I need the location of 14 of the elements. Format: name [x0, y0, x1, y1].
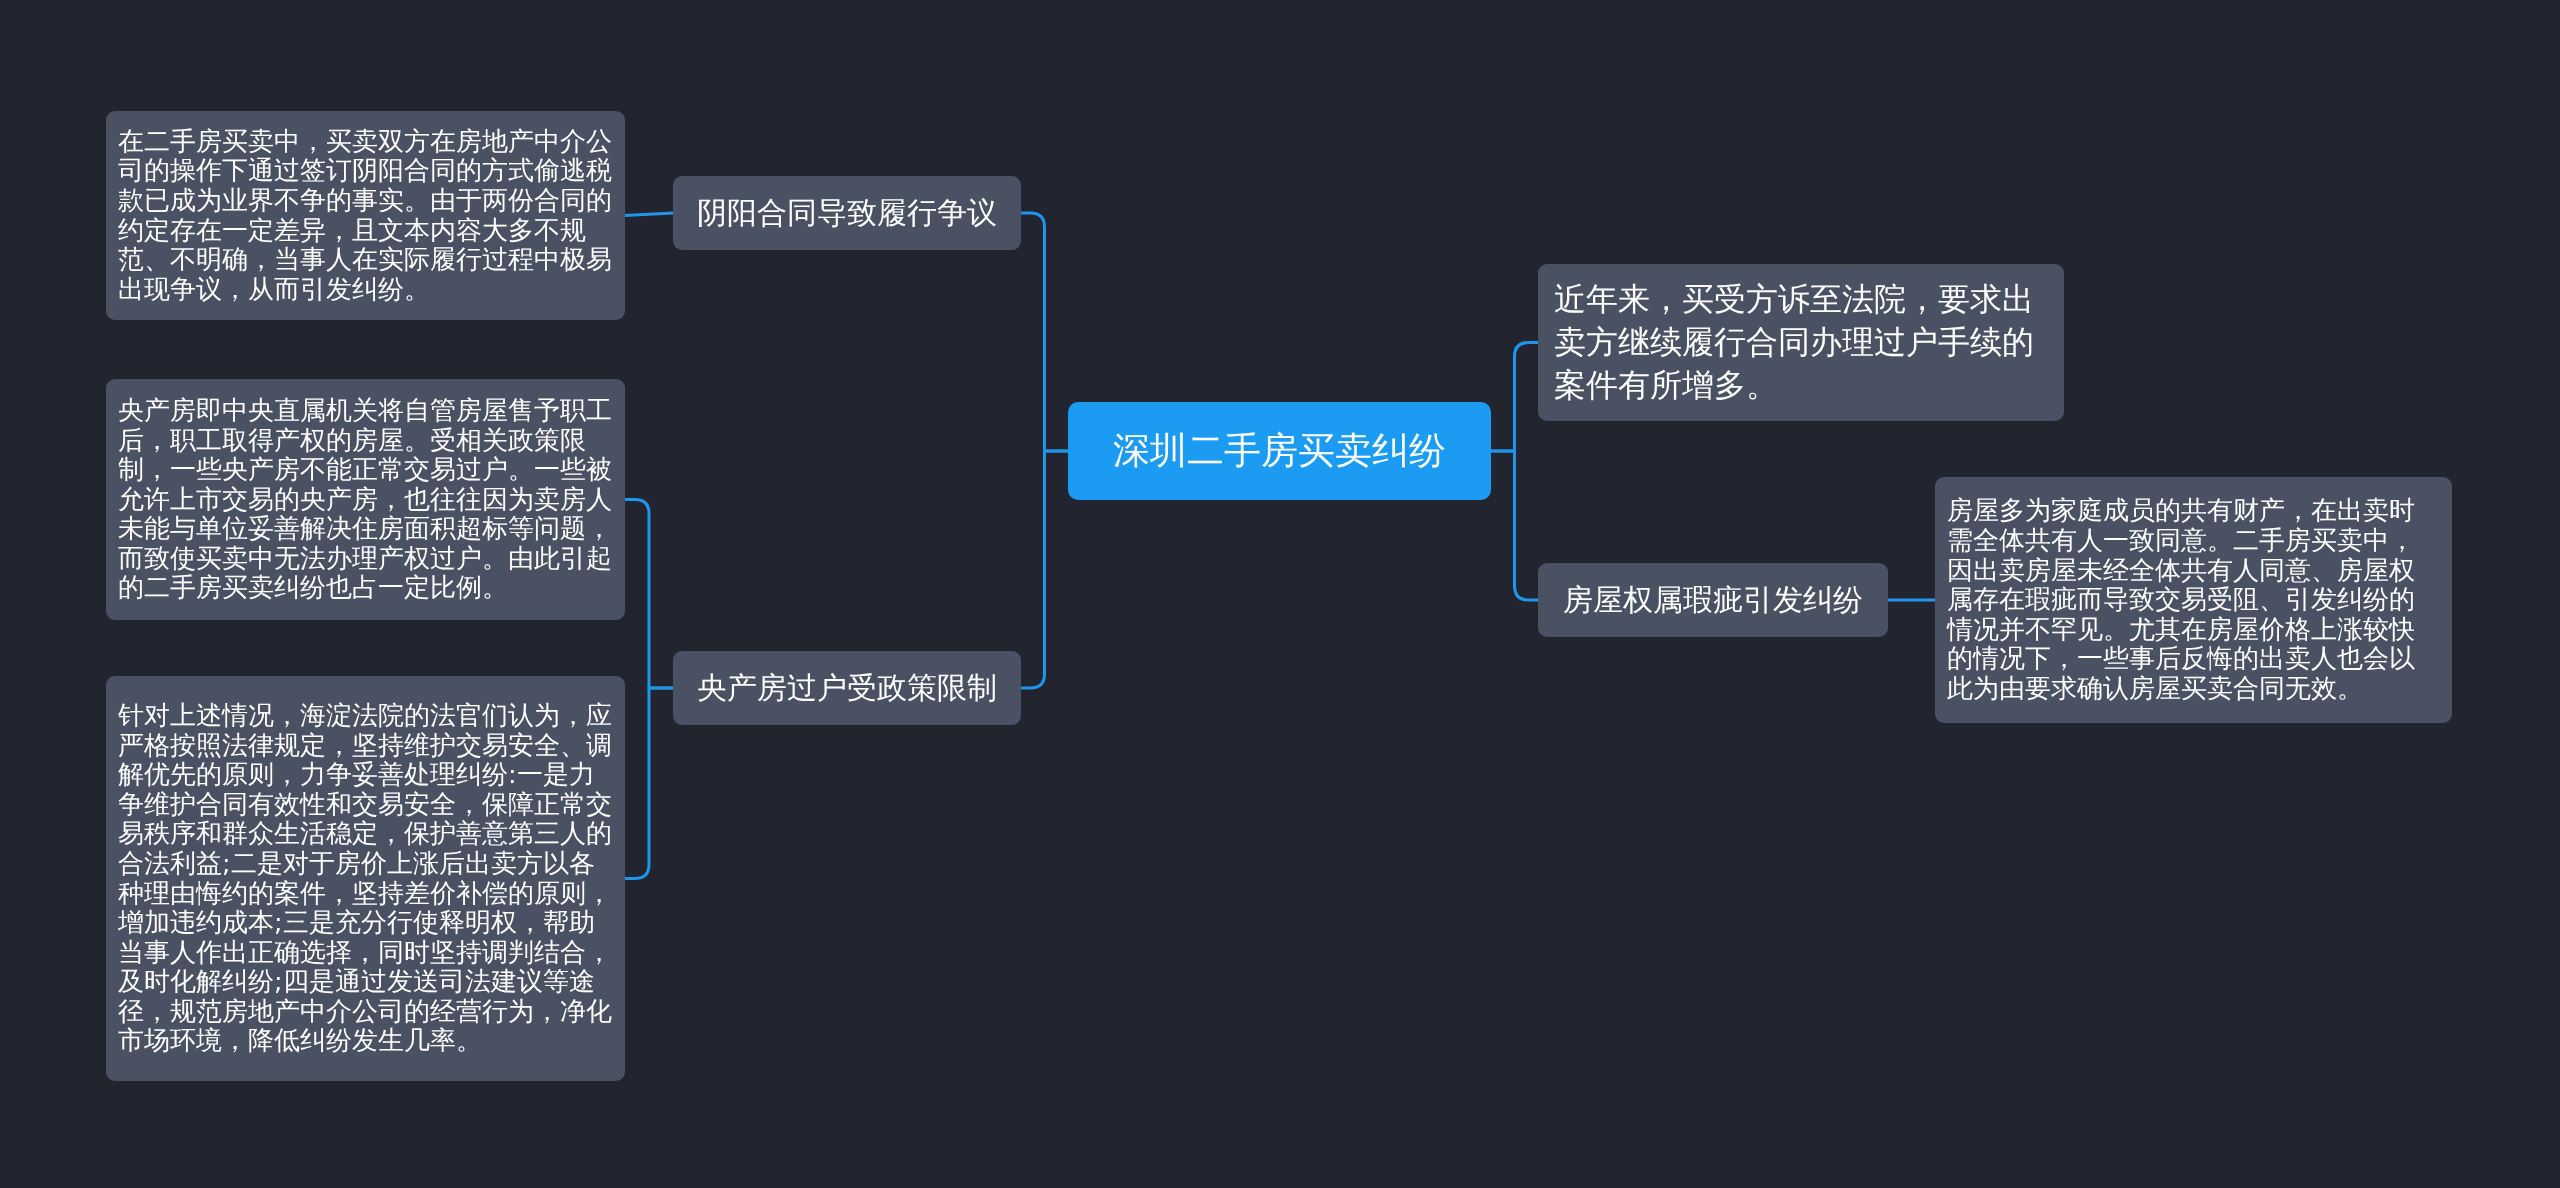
- note-box: 在二手房买卖中，买卖双方在房地产中介公司的操作下通过签订阴阳合同的方式偷逃税款已成为业界不争的事实。由于两份合同的约定存在一定差异，且文本内容大多不规范、不明确，当事人在实际履行过程中极易出现争议，从而引发纠纷。: [106, 111, 625, 320]
- connector-line: [1888, 598, 1935, 602]
- topic-box: 阴阳合同导致履行争议: [673, 176, 1021, 250]
- note-box: 房屋多为家庭成员的共有财产，在出卖时需全体共有人一致同意。二手房买卖中，因出卖房屋未经全体共有人同意、房屋权属存在瑕疵而导致交易受阻、引发纠纷的情况并不罕见。尤其在房屋价格上涨较快的情况下，一些事后反悔的出卖人也会以此为由要求确认房屋买卖合同无效。: [1935, 477, 2452, 723]
- topic-box: 央产房过户受政策限制: [673, 651, 1021, 725]
- connector-line: [624, 211, 674, 217]
- note-box: 央产房即中央直属机关将自管房屋售予职工后，职工取得产权的房屋。受相关政策限制，一些央产房不能正常交易过户。一些被允许上市交易的央产房，也往往因为卖房人未能与单位妥善解决住房面积超标等问题，而致使买卖中无法办理产权过户。由此引起的二手房买卖纠纷也占一定比例。: [106, 379, 625, 620]
- central-topic-box: 深圳二手房买卖纠纷: [1068, 402, 1491, 500]
- connector-line: [1021, 449, 1068, 690]
- connector-line: [1491, 449, 1538, 602]
- topic-box: 近年来，买受方诉至法院，要求出卖方继续履行合同办理过户手续的案件有所增多。: [1538, 264, 2064, 421]
- topic-box: 房屋权属瑕疵引发纠纷: [1538, 563, 1888, 637]
- note-box: 针对上述情况，海淀法院的法官们认为，应严格按照法律规定，坚持维护交易安全、调解优先的原则，力争妥善处理纠纷:一是力争维护合同有效性和交易安全，保障正常交易秩序和群众生活稳定，保护善意第三人的合法利益;二是对于房价上涨后出卖方以各种理由悔约的案件，坚持差价补偿的原则，增加违约成本;三是充分行使释明权，帮助当事人作出正确选择，同时坚持调判结合，及时化解纠纷;四是通过发送司法建议等途径，规范房地产中介公司的经营行为，净化市场环境，降低纠纷发生几率。: [106, 676, 625, 1081]
- connector-line: [625, 686, 673, 880]
